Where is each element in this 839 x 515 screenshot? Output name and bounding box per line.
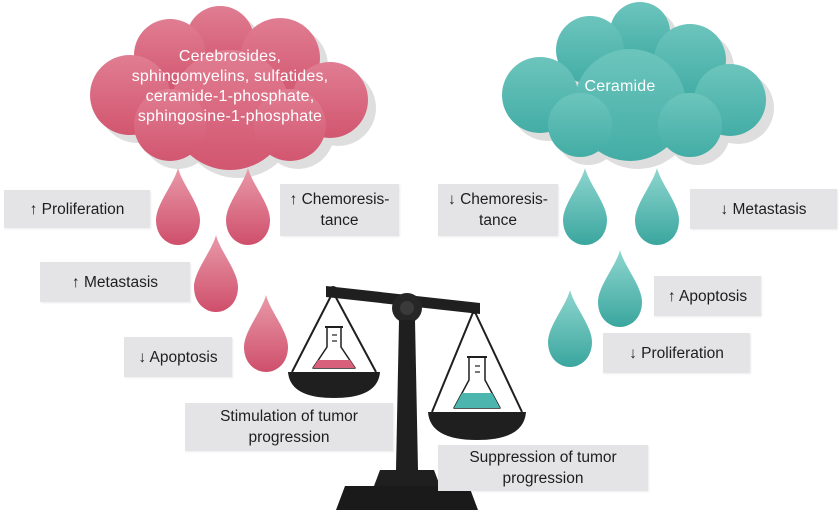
label-apoptosis-up: ↑ Apoptosis [654, 276, 761, 316]
label-chemoresistance-down: ↓ Chemoresis- tance [438, 184, 558, 236]
label-chemoresistance-up: ↑ Chemoresis- tance [280, 184, 399, 236]
pink-drop-2 [226, 168, 270, 245]
left-cloud-line-4: sphingosine-1-phosphate [137, 108, 323, 125]
pink-drop-1 [156, 168, 200, 245]
left-cloud-line-3: ceramide-1-phosphate, [145, 88, 315, 105]
label-proliferation-down: ↓ Proliferation [603, 333, 750, 373]
teal-drop-3 [598, 250, 642, 327]
left-cloud-line-1: Cerebrosides, [178, 48, 282, 65]
label-metastasis-up: ↑ Metastasis [40, 262, 190, 302]
teal-drop-4 [548, 290, 592, 367]
balance-scale-icon [288, 286, 526, 510]
left-cloud-line-2: sphingomyelins, sulfatides, [131, 68, 329, 85]
right-flask-icon [451, 354, 503, 411]
left-flask-icon [310, 324, 358, 371]
left-cloud [90, 6, 376, 178]
right-cloud-text: Ceramide [540, 77, 700, 97]
right-cloud [502, 2, 774, 169]
label-suppression-of-tumor-progression: Suppression of tumor progression [438, 445, 648, 491]
right-cloud-line-1: Ceramide [584, 78, 656, 95]
label-proliferation-up: ↑ Proliferation [4, 190, 150, 228]
label-apoptosis-down: ↓ Apoptosis [124, 337, 232, 377]
left-cloud-text: Cerebrosides, sphingomyelins, sulfatides… [100, 47, 360, 127]
pink-drop-3 [194, 235, 238, 312]
pink-drop-4 [244, 295, 288, 372]
label-metastasis-down: ↓ Metastasis [690, 189, 837, 229]
teal-drop-1 [563, 168, 607, 245]
teal-drop-2 [635, 168, 679, 245]
label-stimulation-of-tumor-progression: Stimulation of tumor progression [185, 403, 393, 451]
